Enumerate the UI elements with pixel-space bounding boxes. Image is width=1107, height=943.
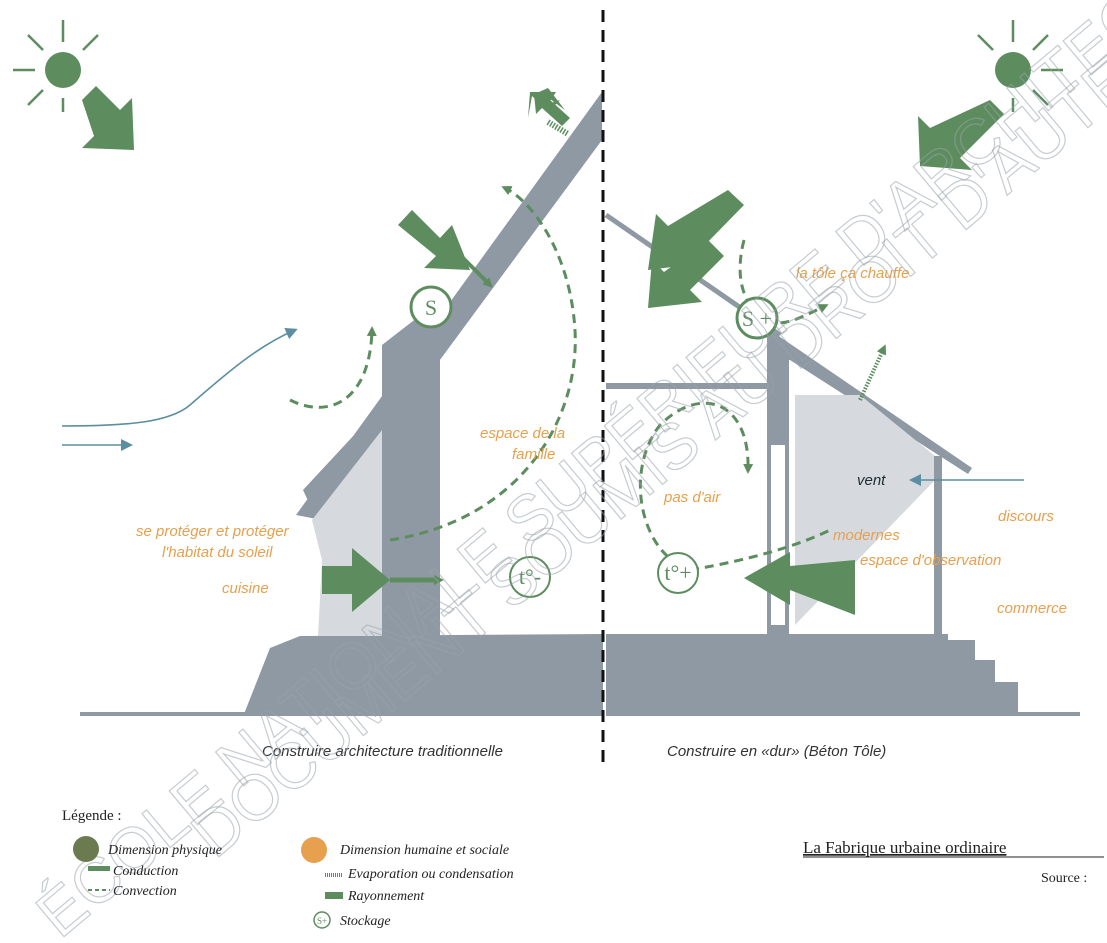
radiation-arrow-wall-left — [322, 548, 390, 612]
traditional-house — [80, 92, 603, 716]
label-espace-observation: espace d'observation — [860, 552, 1001, 569]
radiation-arrow-peak-up — [530, 88, 565, 110]
label-pas-air: pas d'air — [663, 489, 721, 506]
svg-text:t°+: t°+ — [664, 560, 691, 585]
legend-conduction-bar — [88, 866, 110, 871]
label-protect-line1: se protéger et protéger — [136, 523, 290, 540]
convection-right-bottom — [689, 528, 831, 572]
eave-left — [303, 405, 382, 505]
conduction-arrow-roof — [458, 253, 493, 288]
ground-base-left — [244, 634, 603, 714]
legend-storage-symbol: S+ — [317, 916, 327, 926]
radiation-arrow-sun-right — [918, 100, 1004, 170]
label-espace-famille-2: famille — [512, 446, 555, 463]
svg-text:S +: S + — [742, 306, 772, 331]
legend-item-human: Dimension humaine et sociale — [339, 843, 509, 858]
radiation-arrow-roof-right-1 — [648, 190, 744, 270]
roof-right — [767, 328, 972, 474]
evaporation-peak — [546, 119, 570, 137]
legend-human-dot — [301, 837, 327, 863]
legend-item-storage: Stockage — [340, 914, 391, 929]
inner-wall-left — [382, 300, 440, 636]
legend: Légende : Dimension physique Conduction … — [62, 808, 514, 929]
caption-traditional: Construire architecture traditionnelle — [262, 743, 503, 760]
sun-icon-left — [13, 20, 99, 112]
convection-left-small — [289, 326, 377, 409]
temperature-symbol-right: t°+ — [657, 552, 699, 594]
legend-item-convection: Convection — [113, 884, 177, 899]
label-modernes: modernes — [833, 527, 900, 544]
label-tole: la tôle ça chauffe — [796, 265, 909, 282]
convection-right-loop — [638, 401, 754, 567]
legend-item-radiation: Rayonnement — [347, 889, 425, 904]
legend-item-evaporation: Evaporation ou condensation — [347, 867, 514, 882]
caption-modern: Construire en «dur» (Béton Tôle) — [667, 743, 886, 760]
radiation-arrow-roof-right-2 — [648, 240, 724, 308]
convection-left-large — [389, 186, 577, 542]
legend-radiation-bar — [325, 892, 343, 899]
svg-text:t°-: t°- — [519, 564, 541, 589]
radiation-arrow-roof-left — [398, 210, 470, 270]
legend-title: Légende : — [62, 808, 122, 824]
ceiling-beam — [606, 383, 770, 389]
modern-house — [604, 212, 1080, 716]
watermark-line-1: ÉCOLE NATIONALE SUPÉRIEURE D'ARCHITECTUR… — [23, 0, 1107, 943]
legend-storage-icon — [313, 911, 331, 929]
storage-symbol-left: S — [409, 285, 453, 329]
footer-source: Source : — [1041, 871, 1087, 886]
legend-item-physical: Dimension physique — [107, 843, 222, 858]
wall-right-upper — [767, 345, 789, 435]
radiation-arrow-sun-left — [82, 86, 134, 150]
escape-arrow-peak — [534, 92, 570, 126]
legend-item-conduction: Conduction — [113, 864, 178, 879]
label-espace-famille-1: espace de la — [480, 425, 565, 442]
ground-base-right — [606, 634, 1018, 714]
svg-text:S: S — [425, 295, 437, 320]
label-vent: vent — [857, 472, 886, 489]
label-protect-line2: l'habitat du soleil — [162, 544, 273, 561]
footer-title: La Fabrique urbaine ordinaire — [803, 838, 1006, 857]
post-right — [934, 456, 942, 636]
storage-symbol-right: S + — [735, 296, 779, 340]
radiation-arrow-wall-right — [744, 552, 855, 615]
legend-physical-dot — [73, 836, 99, 862]
temperature-symbol-left: t°- — [509, 556, 551, 598]
label-commerce: commerce — [997, 600, 1067, 617]
sun-icon-right — [977, 20, 1063, 112]
label-cuisine: cuisine — [222, 580, 269, 597]
evaporation-right-roof — [858, 344, 887, 401]
wind-flow-curve — [61, 328, 298, 427]
label-discours: discours — [998, 508, 1054, 525]
